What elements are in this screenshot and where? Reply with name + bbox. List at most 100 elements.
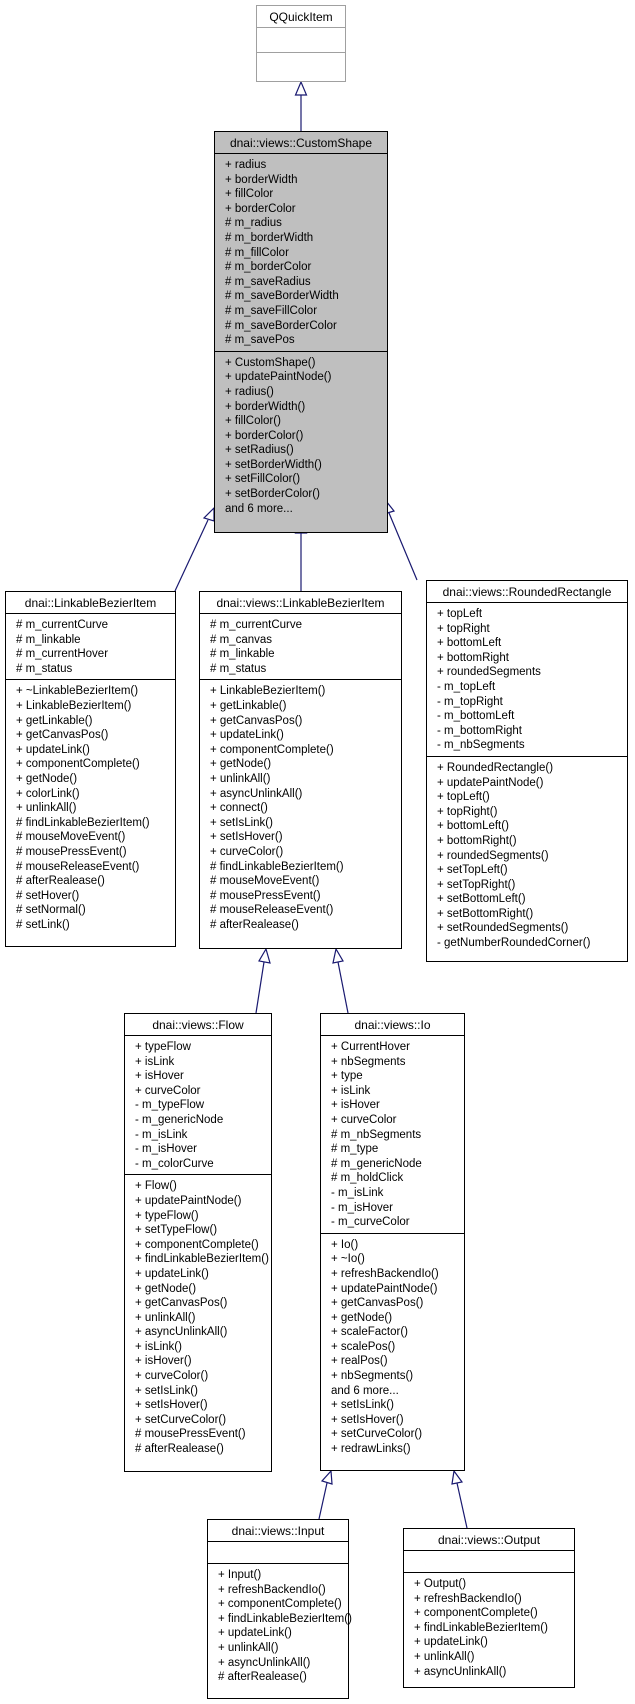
class-name: dnai::views::Input xyxy=(231,1524,325,1538)
attribute: # m_status xyxy=(16,662,73,675)
method: + typeFlow() xyxy=(135,1209,199,1222)
attribute: # m_linkable xyxy=(16,633,81,646)
class-customshape[interactable]: dnai::views::CustomShape+ radius+ border… xyxy=(214,131,388,533)
method: + updatePaintNode() xyxy=(331,1282,438,1295)
edge-output-to-io xyxy=(456,1482,468,1529)
methods-compartment: + ~LinkableBezierItem()+ LinkableBezierI… xyxy=(6,679,175,935)
method: + setBottomLeft() xyxy=(437,893,526,906)
attribute: # m_status xyxy=(210,662,267,675)
method: + setFillColor() xyxy=(225,473,301,486)
method: + refreshBackendIo() xyxy=(414,1592,522,1605)
method: + setTypeFlow() xyxy=(135,1224,218,1237)
method: + getLinkable() xyxy=(210,699,287,712)
attributes-compartment: + radius+ borderWidth+ fillColor+ border… xyxy=(215,153,387,351)
attribute: + isLink xyxy=(135,1055,175,1068)
method: + getCanvasPos() xyxy=(135,1297,228,1310)
method: + RoundedRectangle() xyxy=(437,761,554,774)
method: + nbSegments() xyxy=(331,1370,414,1383)
method: + componentComplete() xyxy=(414,1607,538,1620)
attribute: # m_fillColor xyxy=(225,246,289,259)
method: + getCanvasPos() xyxy=(16,729,109,742)
method: + Input() xyxy=(218,1569,262,1581)
class-flow[interactable]: dnai::views::Flow+ typeFlow+ isLink+ isH… xyxy=(124,1013,272,1472)
method: + getLinkable() xyxy=(16,714,93,727)
method: + updateLink() xyxy=(414,1636,488,1649)
method: + unlinkAll() xyxy=(414,1650,475,1663)
method: + scalePos() xyxy=(331,1340,396,1353)
method: + roundedSegments() xyxy=(437,849,549,862)
method: + componentComplete() xyxy=(16,758,140,771)
method: + setBottomRight() xyxy=(437,907,534,920)
method: + LinkableBezierItem() xyxy=(210,685,326,698)
method: + setRoundedSegments() xyxy=(437,922,569,935)
attribute: # m_radius xyxy=(225,217,282,230)
arrowhead-io-right xyxy=(451,1469,464,1485)
class-name: dnai::views::LinkableBezierItem xyxy=(216,596,385,610)
arrowhead-linkable-mid-left xyxy=(258,947,271,964)
attribute: - m_genericNode xyxy=(135,1113,224,1126)
attribute: # m_type xyxy=(331,1143,379,1156)
edge-input-to-io xyxy=(318,1482,328,1520)
attribute: - m_isHover xyxy=(331,1201,393,1214)
attribute: # m_saveFillColor xyxy=(225,304,318,317)
class-name: dnai::LinkableBezierItem xyxy=(24,596,157,610)
class-output[interactable]: dnai::views::Output+ Output()+ refreshBa… xyxy=(403,1528,575,1688)
class-io[interactable]: dnai::views::Io+ CurrentHover+ nbSegment… xyxy=(320,1013,465,1471)
method: + updatePaintNode() xyxy=(225,371,332,384)
attribute: + typeFlow xyxy=(135,1041,191,1053)
edge-io-to-linkable-mid xyxy=(337,961,349,1014)
attributes-compartment: # m_currentCurve# m_linkable# m_currentH… xyxy=(6,613,175,679)
method: # afterRealease() xyxy=(16,875,105,888)
method: + getNode() xyxy=(331,1311,393,1324)
attribute: # m_currentHover xyxy=(16,648,109,661)
method: + componentComplete() xyxy=(218,1598,342,1611)
attribute: # m_nbSegments xyxy=(331,1128,422,1141)
class-name: dnai::views::CustomShape xyxy=(229,136,373,150)
attribute: # m_holdClick xyxy=(331,1172,404,1185)
class-views-linkablebezieritem[interactable]: dnai::views::LinkableBezierItem# m_curre… xyxy=(199,591,402,949)
method: + bottomRight() xyxy=(437,834,517,847)
method: + getCanvasPos() xyxy=(331,1297,424,1310)
class-input[interactable]: dnai::views::Input+ Input()+ refreshBack… xyxy=(207,1519,352,1699)
method: # afterRealease() xyxy=(210,918,299,931)
attribute: + borderWidth xyxy=(225,173,298,186)
method: + asyncUnlinkAll() xyxy=(135,1326,228,1339)
method: + setIsHover() xyxy=(135,1399,208,1412)
attribute: + borderColor xyxy=(225,202,296,215)
method: + connect() xyxy=(210,802,268,815)
attribute: + bottomLeft xyxy=(437,637,502,650)
attribute: # m_linkable xyxy=(210,648,275,661)
attribute: # m_savePos xyxy=(225,334,295,347)
attributes-compartment xyxy=(404,1550,574,1572)
attribute: - m_isLink xyxy=(135,1128,188,1141)
attribute: # m_saveBorderWidth xyxy=(225,290,339,303)
attribute: # m_borderColor xyxy=(225,261,312,274)
class-name: dnai::views::Flow xyxy=(152,1018,244,1032)
method: + topLeft() xyxy=(437,791,490,804)
attribute: + nbSegments xyxy=(331,1055,406,1068)
method: # afterRealease() xyxy=(218,1671,307,1684)
method: + getNode() xyxy=(16,772,78,785)
methods-compartment: + Output()+ refreshBackendIo()+ componen… xyxy=(404,1572,574,1682)
method: + unlinkAll() xyxy=(16,802,77,815)
method: + setBorderWidth() xyxy=(225,458,322,471)
method: + findLinkableBezierItem() xyxy=(218,1612,352,1625)
class-roundedrectangle[interactable]: dnai::views::RoundedRectangle+ topLeft+ … xyxy=(426,580,628,962)
method: + LinkableBezierItem() xyxy=(16,699,132,712)
method: + getCanvasPos() xyxy=(210,714,303,727)
attribute: + CurrentHover xyxy=(331,1041,410,1053)
attribute: - m_nbSegments xyxy=(437,739,525,752)
attribute: # m_saveRadius xyxy=(225,275,311,288)
class-dnai-linkablebezieritem[interactable]: dnai::LinkableBezierItem# m_currentCurve… xyxy=(5,591,176,947)
method: + bottomLeft() xyxy=(437,820,509,833)
method: + ~LinkableBezierItem() xyxy=(16,685,139,698)
method: + updateLink() xyxy=(16,743,90,756)
class-qquickitem[interactable]: QQuickItem xyxy=(256,5,346,82)
attributes-compartment: + CurrentHover+ nbSegments+ type+ isLink… xyxy=(321,1035,464,1233)
methods-compartment: + Flow()+ updatePaintNode()+ typeFlow()+… xyxy=(125,1174,271,1459)
class-name: QQuickItem xyxy=(269,10,333,24)
method: # mousePressEvent() xyxy=(16,845,127,858)
method: and 6 more... xyxy=(225,502,293,515)
method: + getNode() xyxy=(135,1282,197,1295)
method: + componentComplete() xyxy=(210,743,334,756)
